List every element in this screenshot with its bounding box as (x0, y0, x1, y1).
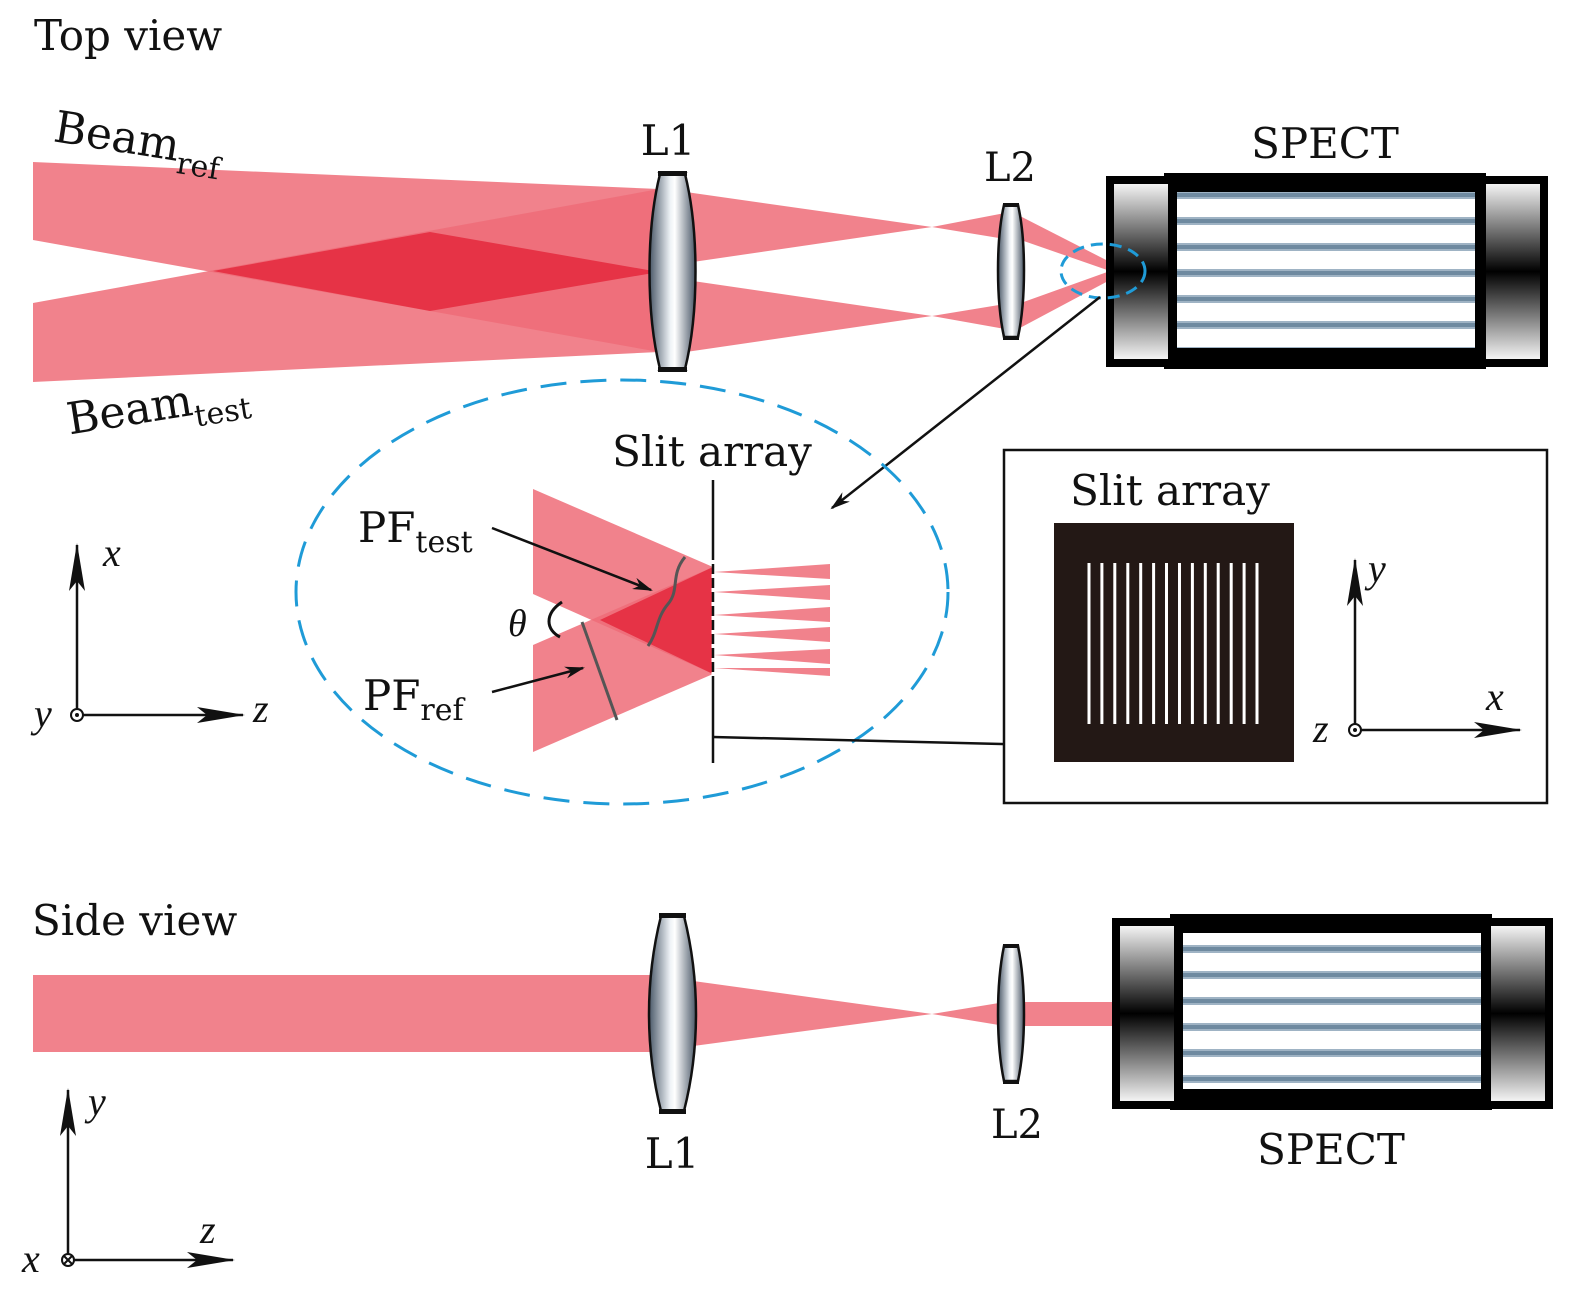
beam-lower-after-l1 (686, 280, 932, 352)
svg-text:Beamtest: Beamtest (63, 366, 254, 454)
slit (1126, 563, 1130, 724)
spectrometer-top-label: SPECT (1251, 119, 1399, 168)
beam-test-label: Beamtest (63, 366, 254, 454)
slit-axis-z-label: z (1312, 706, 1329, 751)
lens-l2-side (996, 944, 1026, 1084)
pf-test-wavefront (646, 556, 687, 647)
lens-l1-side-label: L1 (645, 1129, 700, 1178)
slit (1242, 563, 1246, 724)
lens-l1-side (647, 913, 698, 1114)
angle-theta-label: θ (508, 603, 527, 645)
zoom-beams (533, 489, 713, 752)
slit-lines (1087, 563, 1259, 724)
side-beam-before-l1 (33, 975, 661, 1052)
side-view-title: Side view (32, 896, 237, 945)
pf-ref-label: PFref (363, 671, 466, 728)
slit (1152, 563, 1156, 724)
pf-ref-pointer (491, 666, 585, 694)
slit (1165, 563, 1168, 724)
side-view-axes (60, 1088, 235, 1268)
spectrometer-side-label: SPECT (1257, 1125, 1405, 1174)
top-view-beams (33, 162, 1110, 382)
side-beam-diverging (932, 1002, 1005, 1026)
side-view-beams (33, 975, 1118, 1052)
slit (1087, 563, 1091, 724)
slit (1203, 563, 1207, 724)
zoom-inset-outline (294, 378, 950, 806)
lens-l1-top (648, 171, 697, 372)
beam-overlap-region (213, 232, 659, 311)
pf-ref-wavefront (580, 621, 619, 721)
slit-axis-y-label: y (1364, 546, 1386, 591)
side-beam-after-l2 (1018, 1002, 1118, 1026)
side-beam-converging (686, 980, 932, 1047)
lens-l2-top (996, 203, 1026, 340)
slit (1178, 563, 1181, 724)
zoom-slit-array-label: Slit array (612, 427, 812, 476)
spectrometer-side (1112, 914, 1553, 1110)
spectrometer-top (1106, 173, 1548, 369)
focus-zoom-marker (1059, 242, 1147, 300)
slit-output-fans (714, 564, 830, 676)
slit-panel-image (1054, 523, 1294, 762)
top-axis-z-label: z (252, 686, 269, 731)
pf-test-pointer (491, 526, 653, 592)
lens-l2-side-label: L2 (991, 1102, 1043, 1148)
side-axis-y-label: y (84, 1079, 106, 1124)
slit (1255, 563, 1259, 724)
side-axis-z-label: z (199, 1207, 216, 1252)
slit-panel-label: Slit array (1070, 466, 1270, 515)
slit (1113, 563, 1117, 724)
lens-l1-top-label: L1 (641, 116, 696, 165)
beam-upper-after-l1 (686, 192, 932, 263)
pf-test-label: PFtest (358, 503, 473, 560)
slit (1190, 563, 1194, 724)
slit (1100, 563, 1104, 724)
side-axis-x-label: x (21, 1236, 40, 1281)
beam-lower-after-l2 (1018, 271, 1110, 329)
top-axis-x-label: x (102, 530, 121, 575)
top-view-title: Top view (34, 11, 222, 60)
slit (1229, 563, 1233, 724)
zoom-beam-overlap (600, 567, 713, 674)
top-view-axes (69, 543, 245, 723)
slit (1139, 563, 1143, 724)
beam-upper-near-l2 (932, 213, 1005, 239)
beam-lower-near-l2 (932, 304, 1005, 329)
angle-theta-arc (547, 600, 563, 639)
lens-l2-top-label: L2 (984, 145, 1036, 191)
slit-axis-x-label: x (1485, 674, 1504, 719)
slit-panel-axes (1347, 558, 1522, 738)
top-axis-y-label: y (30, 691, 52, 736)
slit (1216, 563, 1220, 724)
beam-upper-after-l2 (1018, 215, 1110, 271)
zoom-pointer-arrow (830, 296, 1101, 510)
slit-to-panel-arrow (712, 735, 1047, 751)
